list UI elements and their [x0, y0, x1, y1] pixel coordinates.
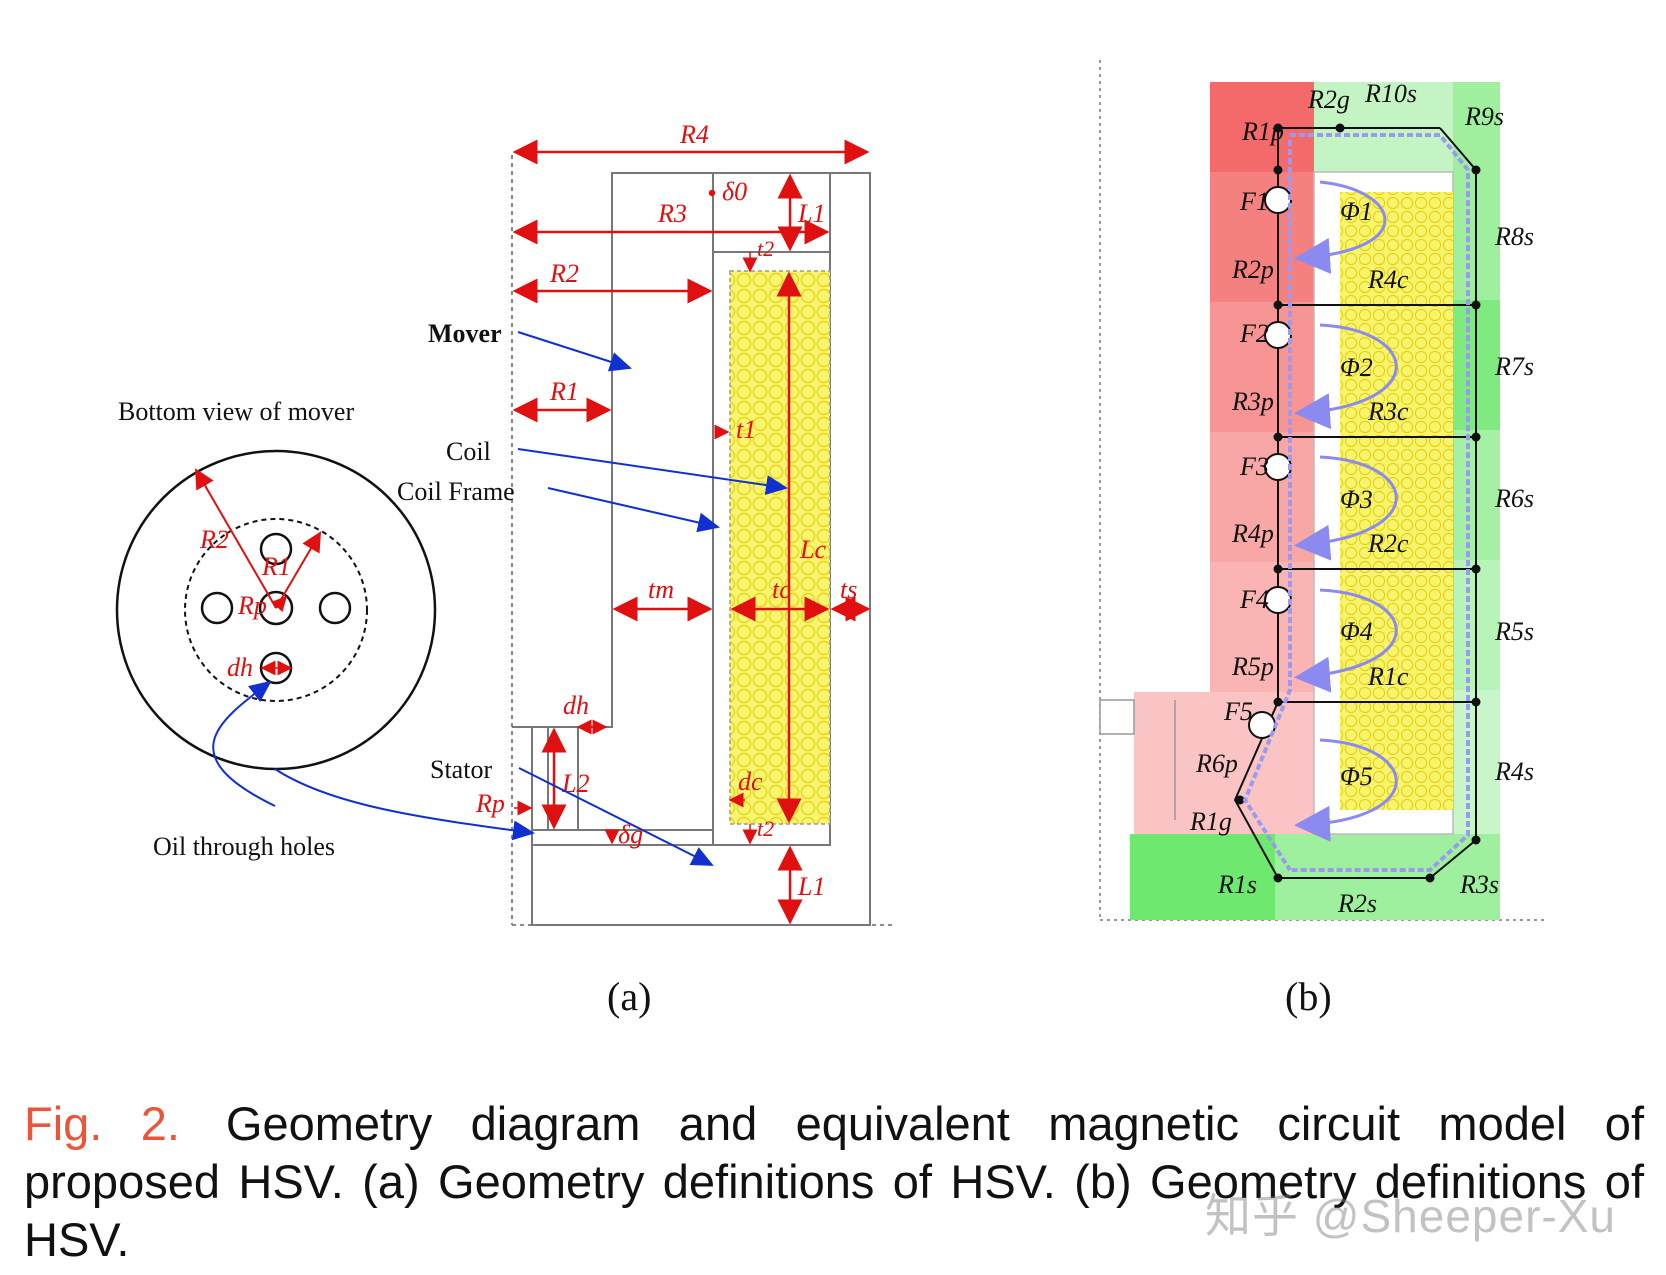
label-coil: Coil: [446, 437, 491, 466]
label-oil-holes: Oil through holes: [153, 832, 335, 861]
watermark: 知乎 @Sheeper-Xu: [1205, 1190, 1616, 1242]
dim-dc: dc: [738, 767, 763, 796]
figure-caption: Fig. 2.Geometry diagram and equivalent m…: [24, 1095, 1644, 1269]
caption-text: Geometry diagram and equivalent magnetic…: [24, 1097, 1644, 1266]
label-R8s: R8s: [1494, 222, 1534, 251]
figure-number: Fig. 2.: [24, 1097, 180, 1150]
source-F2: [1264, 321, 1292, 349]
label-R6p: R6p: [1195, 749, 1238, 778]
source-F3: [1264, 453, 1292, 481]
label-R6s: R6s: [1494, 484, 1534, 513]
label-F2: F2: [1239, 319, 1269, 348]
label-R9s: R9s: [1464, 102, 1504, 131]
dim-t1: t1: [736, 415, 756, 444]
dim-delta0: δ0: [722, 177, 747, 206]
label-stator: Stator: [430, 755, 492, 784]
figure-canvas: R4 R3 R2 R1 δ0 L1 t2 t1 Lc tm tc ts dh L…: [115, 60, 1545, 1019]
circle-R1: R1: [261, 552, 291, 581]
dim-Rp: Rp: [475, 789, 505, 818]
label-R1s: R1s: [1217, 870, 1257, 899]
label-R1c: R1c: [1367, 662, 1409, 691]
label-F1: F1: [1239, 187, 1269, 216]
dim-R3: R3: [657, 199, 687, 228]
dim-Lc: Lc: [799, 535, 826, 564]
panel-a-label: (a): [607, 974, 651, 1019]
dim-t2-bot: t2: [757, 816, 774, 841]
dim-ts: ts: [840, 575, 857, 604]
label-Phi1: Φ1: [1340, 197, 1373, 226]
label-R4s: R4s: [1494, 757, 1534, 786]
dim-L1-bot: L1: [797, 872, 825, 901]
label-R3s: R3s: [1459, 870, 1499, 899]
center-hole: [258, 590, 294, 626]
label-Phi5: Φ5: [1340, 762, 1373, 791]
circle-R2: R2: [199, 525, 229, 554]
label-F3: F3: [1239, 452, 1269, 481]
circle-Rp: Rp: [237, 591, 267, 620]
oil-hole: [200, 591, 234, 625]
label-Phi2: Φ2: [1340, 353, 1373, 382]
label-R3c: R3c: [1367, 397, 1409, 426]
dim-R2: R2: [549, 259, 579, 288]
dim-tc: tc: [772, 575, 791, 604]
dim-R1: R1: [549, 377, 579, 406]
label-F4: F4: [1239, 585, 1269, 614]
label-R7s: R7s: [1494, 352, 1534, 381]
label-R10s: R10s: [1364, 79, 1417, 108]
source-F4: [1264, 586, 1292, 614]
bottom-view-circle: R2 R1 Rp dh: [115, 449, 437, 771]
label-R1g: R1g: [1189, 807, 1232, 836]
label-R4p: R4p: [1231, 519, 1274, 548]
circle-dh: dh: [227, 653, 253, 682]
panel-b: R2g R10s R9s R1p F1 Φ1 R8s R2p R4c F2 Φ2…: [1099, 60, 1545, 1019]
oil-hole: [259, 532, 293, 566]
panel-a: R4 R3 R2 R1 δ0 L1 t2 t1 Lc tm tc ts dh L…: [115, 120, 895, 1019]
label-R1p: R1p: [1241, 117, 1284, 146]
dim-t2-top: t2: [757, 236, 774, 261]
source-F1: [1264, 186, 1292, 214]
label-R3p: R3p: [1231, 387, 1274, 416]
flux-path: [1242, 133, 1470, 872]
label-bottom-view: Bottom view of mover: [118, 397, 354, 426]
label-R2c: R2c: [1367, 529, 1409, 558]
panel-b-label: (b): [1285, 974, 1332, 1019]
label-Phi4: Φ4: [1340, 617, 1373, 646]
label-F5: F5: [1223, 697, 1253, 726]
dim-R4: R4: [679, 120, 709, 149]
label-mover: Mover: [428, 319, 502, 348]
label-R2p: R2p: [1231, 255, 1274, 284]
dim-L2: L2: [561, 769, 589, 798]
label-Phi3: Φ3: [1340, 485, 1373, 514]
label-R4c: R4c: [1367, 265, 1409, 294]
oil-hole: [318, 591, 352, 625]
label-coil-frame: Coil Frame: [397, 477, 515, 506]
label-R5p: R5p: [1231, 652, 1274, 681]
dim-dh-top: dh: [563, 691, 589, 720]
label-R2g: R2g: [1307, 85, 1350, 114]
label-R2s: R2s: [1337, 889, 1377, 918]
label-R5s: R5s: [1494, 617, 1534, 646]
dim-L1-top: L1: [797, 199, 825, 228]
dim-tm: tm: [648, 575, 674, 604]
